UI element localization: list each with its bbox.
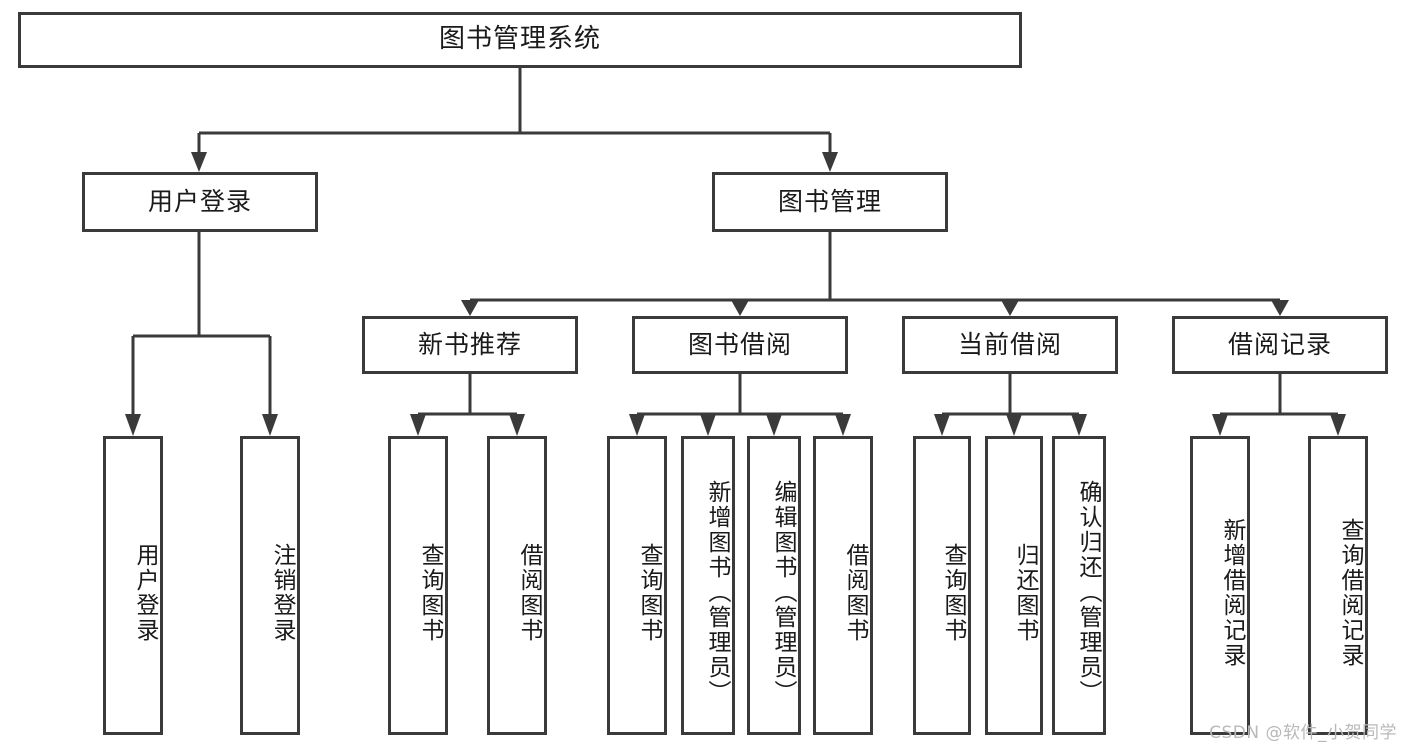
node-leaf-query-borrow-record[interactable]: 查询借阅记录 bbox=[1308, 436, 1368, 735]
node-label: 注销登录 bbox=[269, 542, 295, 643]
node-leaf-edit-book-admin[interactable]: 编辑图书（管理员） bbox=[747, 436, 801, 735]
arrow-leaf-1 bbox=[125, 414, 141, 436]
arrow-leaf-12 bbox=[1212, 414, 1228, 436]
node-label: 查询图书 bbox=[940, 542, 966, 643]
node-label: 图书借阅 bbox=[687, 330, 792, 359]
node-label: 查询图书 bbox=[417, 542, 443, 643]
node-label: 新增借阅记录 bbox=[1219, 517, 1245, 668]
node-leaf-confirm-return-admin[interactable]: 确认归还（管理员） bbox=[1052, 436, 1106, 735]
node-label: 编辑图书（管理员） bbox=[770, 480, 796, 705]
node-leaf-borrow-book[interactable]: 借阅图书 bbox=[813, 436, 873, 735]
node-user-login[interactable]: 用户登录 bbox=[82, 172, 318, 232]
node-leaf-return-book[interactable]: 归还图书 bbox=[985, 436, 1043, 735]
node-leaf-logout[interactable]: 注销登录 bbox=[240, 436, 300, 735]
node-label: 用户登录 bbox=[132, 542, 158, 643]
node-root-system[interactable]: 图书管理系统 bbox=[18, 12, 1022, 68]
arrow-leaf-11 bbox=[1071, 414, 1087, 436]
node-label: 借阅图书 bbox=[842, 542, 868, 643]
arrow-leaf-7 bbox=[766, 414, 782, 436]
arrow-l3-current bbox=[1001, 300, 1019, 316]
arrow-leaf-4 bbox=[509, 414, 525, 436]
arrow-leaf-8 bbox=[835, 414, 851, 436]
node-label: 用户登录 bbox=[147, 187, 252, 216]
node-leaf-add-borrow-record[interactable]: 新增借阅记录 bbox=[1190, 436, 1250, 735]
arrow-leaf-3 bbox=[410, 414, 426, 436]
node-book-management[interactable]: 图书管理 bbox=[712, 172, 948, 232]
arrow-leaf-10 bbox=[1006, 414, 1022, 436]
arrow-leaf-9 bbox=[934, 414, 950, 436]
node-leaf-add-book-admin[interactable]: 新增图书（管理员） bbox=[681, 436, 735, 735]
node-leaf-borrow-book-new[interactable]: 借阅图书 bbox=[487, 436, 547, 735]
arrow-leaf-2 bbox=[262, 414, 278, 436]
node-label: 图书管理系统 bbox=[438, 24, 601, 55]
arrow-leaf-6 bbox=[700, 414, 716, 436]
node-leaf-query-book-new[interactable]: 查询图书 bbox=[388, 436, 448, 735]
node-label: 借阅图书 bbox=[516, 542, 542, 643]
node-borrow-records[interactable]: 借阅记录 bbox=[1172, 316, 1388, 374]
node-label: 新增图书（管理员） bbox=[704, 480, 730, 705]
arrow-leaf-5 bbox=[629, 414, 645, 436]
arrow-l3-new-books bbox=[461, 300, 479, 316]
node-label: 借阅记录 bbox=[1227, 330, 1332, 359]
arrow-l3-records bbox=[1271, 300, 1289, 316]
node-label: 查询图书 bbox=[636, 542, 662, 643]
watermark: CSDN @软件_小贺同学 bbox=[1209, 723, 1397, 743]
node-label: 图书管理 bbox=[777, 187, 882, 216]
node-label: 归还图书 bbox=[1012, 542, 1038, 643]
node-current-borrow[interactable]: 当前借阅 bbox=[902, 316, 1118, 374]
node-leaf-user-login[interactable]: 用户登录 bbox=[103, 436, 163, 735]
arrow-leaf-13 bbox=[1330, 414, 1346, 436]
node-new-book-recommend[interactable]: 新书推荐 bbox=[362, 316, 578, 374]
arrow-book-mgmt bbox=[822, 152, 838, 172]
node-label: 确认归还（管理员） bbox=[1075, 480, 1101, 705]
node-label: 查询借阅记录 bbox=[1337, 517, 1363, 668]
arrow-l3-borrow bbox=[731, 300, 749, 316]
node-book-borrow[interactable]: 图书借阅 bbox=[632, 316, 848, 374]
arrow-user-login bbox=[191, 152, 207, 172]
node-label: 当前借阅 bbox=[957, 330, 1062, 359]
node-leaf-query-book-borrow[interactable]: 查询图书 bbox=[607, 436, 667, 735]
node-label: 新书推荐 bbox=[417, 330, 522, 359]
node-leaf-query-book-current[interactable]: 查询图书 bbox=[913, 436, 971, 735]
